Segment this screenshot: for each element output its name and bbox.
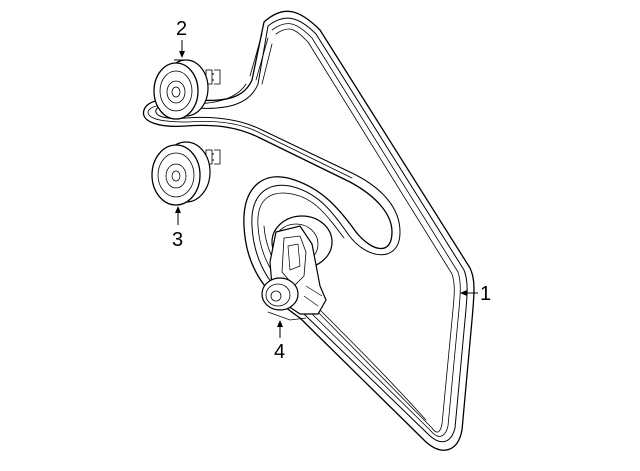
idler-pulley-lower	[151, 141, 221, 206]
callout-2: 2	[176, 18, 187, 58]
callout-1: 1	[460, 283, 491, 305]
callout-label-1: 1	[480, 283, 491, 305]
idler-pulley-upper	[153, 59, 221, 120]
callout-3: 3	[172, 206, 183, 251]
callout-label-4: 4	[274, 341, 285, 363]
callout-label-3: 3	[172, 229, 183, 251]
callout-label-2: 2	[176, 18, 187, 40]
belt-tensioner	[261, 215, 333, 321]
callout-4: 4	[274, 320, 285, 363]
